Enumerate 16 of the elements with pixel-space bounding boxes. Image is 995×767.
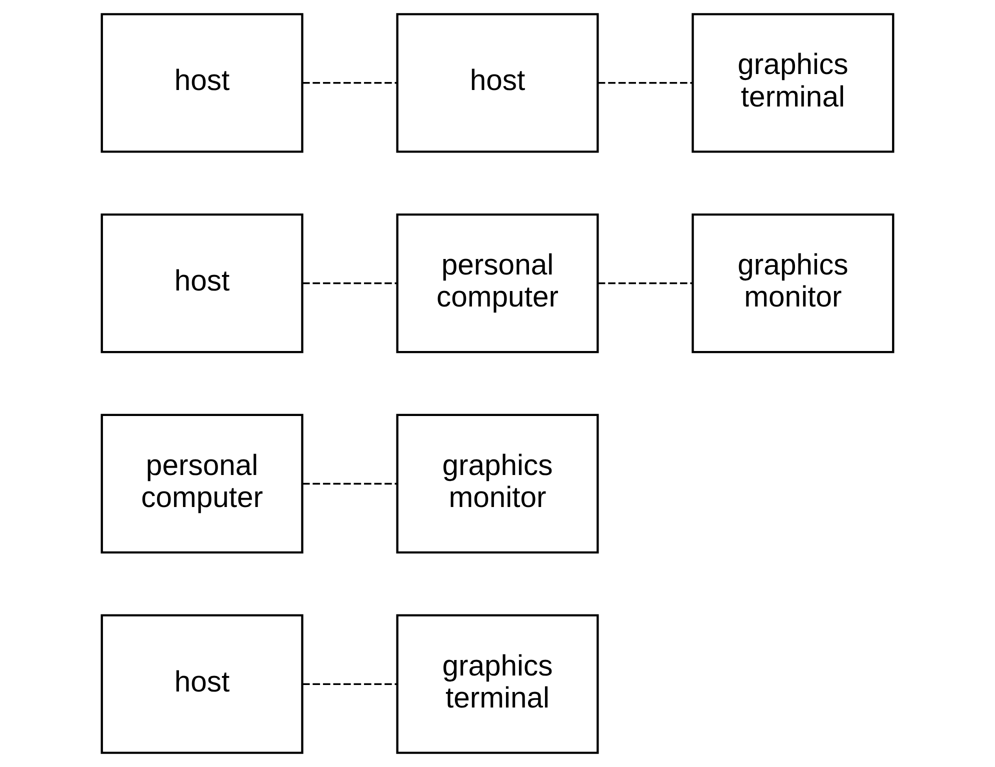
connector (302, 683, 398, 685)
connector (598, 82, 693, 84)
node-box: graphics terminal (396, 614, 599, 754)
node-box: graphics terminal (692, 13, 894, 153)
connector (598, 282, 693, 284)
connector (302, 482, 398, 485)
node-box: personal computer (100, 414, 304, 554)
node-box: host (396, 13, 599, 153)
node-box: host (100, 13, 304, 153)
node-box: host (100, 614, 304, 754)
node-box: personal computer (396, 213, 599, 354)
connector (302, 82, 398, 84)
node-box: graphics monitor (396, 414, 599, 554)
connector (302, 282, 398, 284)
node-box: graphics monitor (692, 213, 894, 354)
node-box: host (100, 213, 304, 354)
